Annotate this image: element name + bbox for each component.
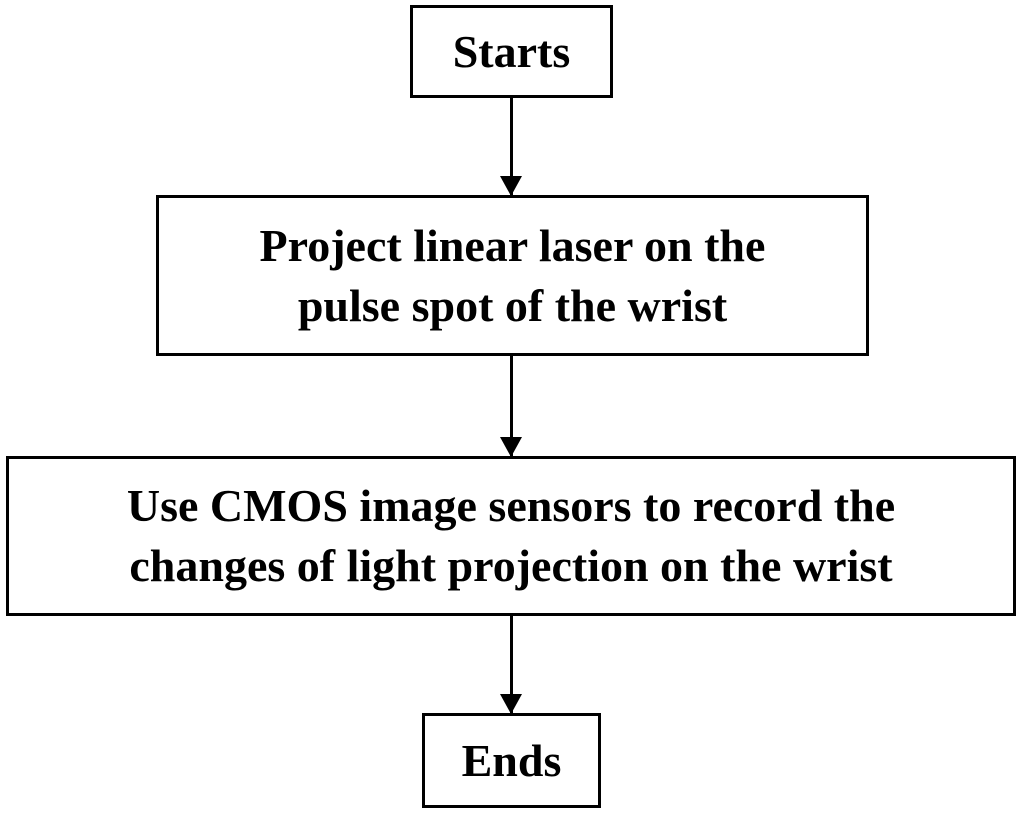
arrow-line-project-to-record [510, 356, 513, 457]
arrowhead-down-icon [500, 176, 522, 196]
arrowhead-down-icon [500, 437, 522, 457]
arrow-line-record-to-ends [510, 616, 513, 714]
flow-node-project-laser: Project linear laser on the pulse spot o… [156, 195, 869, 356]
flow-node-project-laser-label-line2: pulse spot of the wrist [297, 279, 728, 331]
flow-node-record-cmos-label-line1: Use CMOS image sensors to record the [126, 480, 896, 531]
arrow-line-starts-to-project [510, 98, 513, 196]
flow-node-ends-label: Ends [461, 734, 562, 786]
flow-node-starts: Starts [410, 5, 613, 98]
flow-node-record-cmos: Use CMOS image sensors to record the cha… [6, 456, 1016, 616]
flow-node-project-laser-label-line1: Project linear laser on the [259, 219, 766, 271]
flow-node-ends: Ends [422, 713, 601, 808]
flow-node-record-cmos-label-line2: changes of light projection on the wrist [129, 540, 893, 591]
arrowhead-down-icon [500, 694, 522, 714]
flow-node-starts-label: Starts [452, 25, 571, 77]
